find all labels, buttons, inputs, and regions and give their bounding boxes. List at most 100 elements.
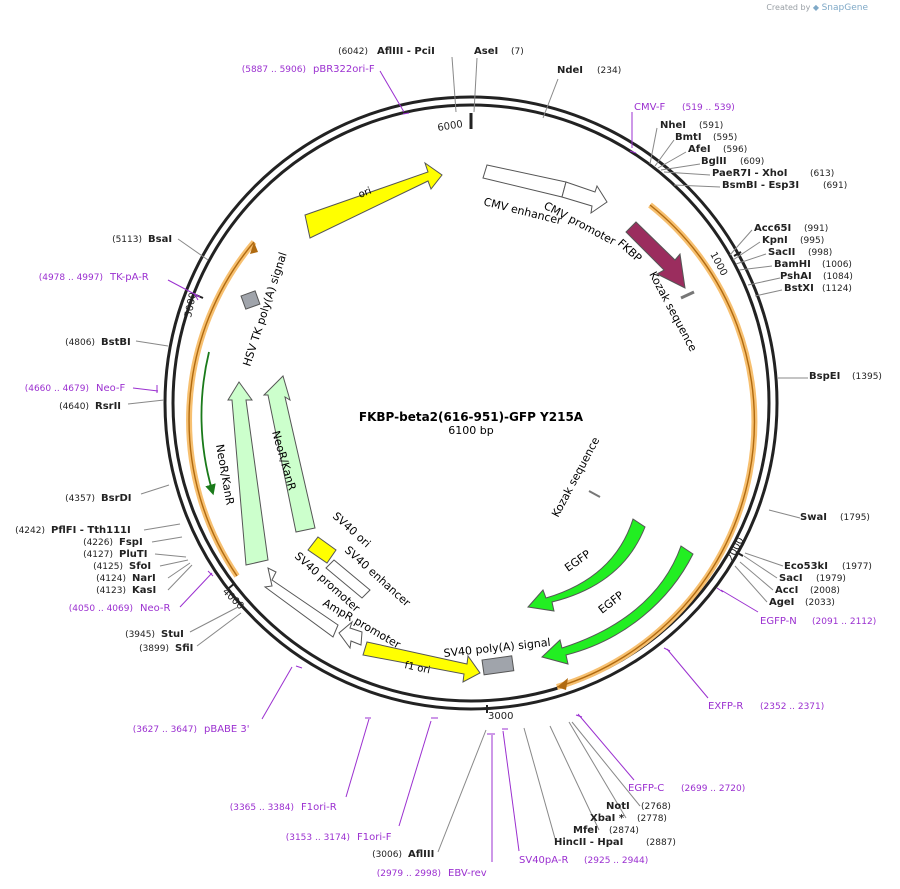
ampr-promoter-feature[interactable] — [338, 620, 363, 650]
label-ndei-pos: (234) — [597, 66, 621, 76]
f1-ori-label: f1 ori — [403, 660, 431, 676]
label-f1ori-f-pos: (3153 .. 3174) — [286, 833, 350, 843]
label-sfii[interactable]: SfiI — [175, 643, 193, 654]
label-pbr322ori-f[interactable]: pBR322ori-F — [313, 64, 375, 75]
label-bstbi[interactable]: BstBI — [101, 337, 131, 348]
sv40-polya-feature[interactable] — [481, 655, 515, 676]
label-bsmbi-pos: (691) — [823, 181, 847, 191]
label-sfii-pos: (3899) — [139, 644, 169, 654]
neor-label-1: NeoR/KanR — [213, 443, 237, 506]
label-kpni-pos: (995) — [800, 236, 824, 246]
label-nari[interactable]: NarI — [132, 573, 156, 584]
label-neo-f[interactable]: Neo-F — [96, 383, 126, 394]
label-acc65i[interactable]: Acc65I — [754, 223, 791, 234]
ori-feature[interactable] — [304, 161, 443, 239]
label-pshai[interactable]: PshAI — [780, 271, 812, 282]
label-kasi[interactable]: KasI — [132, 585, 156, 596]
tick-label-3000: 3000 — [488, 711, 513, 722]
label-bstbi-pos: (4806) — [65, 338, 95, 348]
label-agei[interactable]: AgeI — [769, 597, 794, 608]
label-tk-pa-r[interactable]: TK-pA-R — [109, 272, 149, 283]
label-swai-pos: (1795) — [840, 513, 870, 523]
egfp-feature-2[interactable] — [541, 545, 694, 665]
label-neor-pos: (4050 .. 4069) — [69, 604, 133, 614]
label-noti[interactable]: NotI — [606, 801, 630, 812]
label-pluti[interactable]: PluTI — [119, 549, 147, 560]
label-rsrii-pos: (4640) — [59, 402, 89, 412]
orf-arrowhead-main — [557, 678, 568, 690]
label-exfp-r[interactable]: EXFP-R — [708, 701, 743, 712]
label-acci[interactable]: AccI — [775, 585, 798, 596]
label-f1ori-f[interactable]: F1ori-F — [357, 832, 392, 843]
sv40-promoter-feature[interactable] — [263, 567, 339, 638]
label-egfp-c-pos: (2699 .. 2720) — [681, 784, 745, 794]
label-rsrii[interactable]: RsrII — [95, 401, 121, 412]
label-saci[interactable]: SacI — [779, 573, 803, 584]
label-cmv-f-pos: (519 .. 539) — [682, 103, 735, 113]
label-hincii-hpai[interactable]: HincII - HpaI — [554, 837, 623, 848]
label-bglii[interactable]: BglII — [701, 156, 727, 167]
sv40-ori-feature[interactable] — [307, 536, 337, 564]
label-xbai[interactable]: XbaI * — [590, 813, 625, 824]
label-pflfi-pos: (4242) — [15, 526, 45, 536]
enzyme-leader-lines — [127, 56, 808, 853]
label-afei[interactable]: AfeI — [688, 144, 711, 155]
label-neo-r[interactable]: Neo-R — [140, 603, 171, 614]
label-bstxi[interactable]: BstXI — [784, 283, 814, 294]
label-stui[interactable]: StuI — [161, 629, 184, 640]
hsv-tk-polya-label: HSV TK poly(A) signal — [240, 251, 289, 368]
label-kasi-pos: (4123) — [96, 586, 126, 596]
label-agei-pos: (2033) — [805, 598, 835, 608]
label-kpni[interactable]: KpnI — [762, 235, 788, 246]
label-bsmbi-esp3i[interactable]: BsmBI - Esp3I — [722, 180, 799, 191]
label-egfp-n-pos: (2091 .. 2112) — [812, 617, 876, 627]
label-egfp-n[interactable]: EGFP-N — [760, 616, 797, 627]
label-cmv-f[interactable]: CMV-F — [634, 102, 665, 113]
label-sv40pa-r[interactable]: SV40pA-R — [519, 855, 568, 866]
label-egfp-c[interactable]: EGFP-C — [628, 783, 664, 794]
label-bamhi[interactable]: BamHI — [774, 259, 811, 270]
snapgene-logo-icon: ◆ — [812, 3, 820, 12]
sv40-polya-label: SV40 poly(A) signal — [443, 636, 551, 660]
credit-prefix: Created by — [766, 3, 811, 12]
label-stui-pos: (3945) — [125, 630, 155, 640]
neor-feature-2[interactable] — [262, 375, 316, 533]
label-pflfi-tth111i[interactable]: PflFI - Tth111I — [51, 525, 131, 536]
sv40-enhancer-feature[interactable] — [325, 559, 371, 599]
label-sacii[interactable]: SacII — [768, 247, 795, 258]
label-bsai[interactable]: BsaI — [148, 234, 172, 245]
label-ndei[interactable]: NdeI — [557, 65, 583, 76]
label-paer7i-xhoi[interactable]: PaeR7I - XhoI — [712, 168, 788, 179]
label-bmti[interactable]: BmtI — [675, 132, 702, 143]
egfp-feature-1[interactable] — [527, 518, 646, 612]
label-mfei-pos: (2874) — [609, 826, 639, 836]
label-nhei[interactable]: NheI — [660, 120, 686, 131]
label-f1ori-r[interactable]: F1ori-R — [301, 802, 337, 813]
label-asei[interactable]: AseI — [474, 46, 498, 57]
neor-feature-1[interactable] — [227, 381, 269, 566]
label-fspi[interactable]: FspI — [119, 537, 143, 548]
label-sacii-pos: (998) — [808, 248, 832, 258]
label-eco53ki[interactable]: Eco53kI — [784, 561, 828, 572]
label-swai[interactable]: SwaI — [800, 512, 827, 523]
f1-ori-feature[interactable] — [362, 641, 481, 683]
fkbp-feature[interactable] — [625, 221, 686, 289]
tick-label-6000: 6000 — [437, 119, 464, 134]
label-ebv-rev[interactable]: EBV-rev — [448, 868, 487, 879]
label-tkpar-pos: (4978 .. 4997) — [39, 273, 103, 283]
label-mfei[interactable]: MfeI — [573, 825, 598, 836]
label-aflIII-pciI[interactable]: AflIII - PciI — [377, 46, 435, 57]
label-fspi-pos: (4226) — [83, 538, 113, 548]
label-bsrdi[interactable]: BsrDI — [101, 493, 132, 504]
hsv-tk-polya-feature[interactable] — [240, 290, 261, 310]
label-sfoi[interactable]: SfoI — [129, 561, 151, 572]
snapgene-credit: Created by ◆ SnapGene — [766, 3, 868, 13]
cmv-promoter-feature[interactable] — [561, 181, 608, 215]
label-afliii[interactable]: AflIII — [408, 849, 434, 860]
cmv-enhancer-feature[interactable] — [482, 164, 567, 198]
label-acci-pos: (2008) — [810, 586, 840, 596]
label-pbabe-3[interactable]: pBABE 3' — [204, 724, 250, 735]
label-bsrdi-pos: (4357) — [65, 494, 95, 504]
label-bspei[interactable]: BspEI — [809, 371, 840, 382]
